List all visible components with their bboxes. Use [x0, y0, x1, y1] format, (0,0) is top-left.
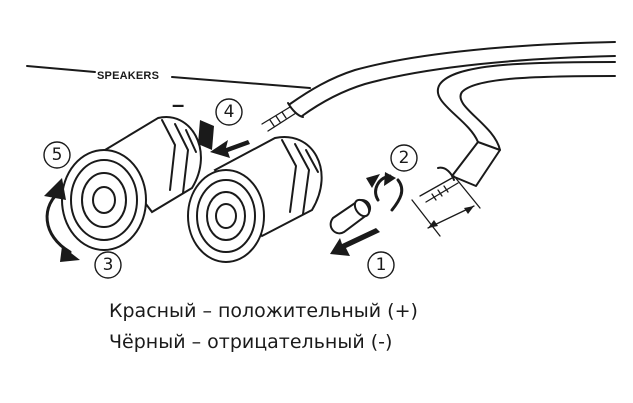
step-marker-5: 5 [43, 141, 71, 169]
strip-length-dimension [411, 175, 481, 237]
polarity-caption: Красный – положительный (+) Чёрный – отр… [109, 296, 418, 358]
pull-arrow-icon [330, 228, 380, 256]
insulation-piece [329, 198, 372, 235]
caption-red-positive: Красный – положительный (+) [109, 300, 418, 322]
step-marker-4: 4 [215, 98, 243, 126]
svg-text:3: 3 [103, 255, 114, 275]
speaker-cable [287, 41, 616, 181]
step-marker-2: 2 [390, 144, 418, 172]
binding-post-diagram: SPEAKERS [26, 41, 616, 279]
polarity-negative-sign: – [172, 92, 184, 117]
rotate-arrow-icon [44, 178, 80, 262]
panel-label-speakers: SPEAKERS [97, 70, 159, 82]
step-marker-3: 3 [94, 251, 122, 279]
twist-arrow-icon [366, 172, 404, 212]
binding-post-positive [187, 135, 323, 263]
insert-arrow-icon [210, 140, 250, 158]
step-marker-1: 1 [367, 251, 395, 279]
panel-edge: SPEAKERS [26, 65, 311, 89]
svg-text:5: 5 [52, 145, 63, 165]
svg-text:2: 2 [399, 148, 410, 168]
stripped-wire-upper [261, 106, 297, 132]
stripped-wire-lower [419, 141, 501, 203]
svg-text:1: 1 [376, 255, 387, 275]
binding-post-negative [61, 115, 214, 251]
svg-text:4: 4 [224, 102, 235, 122]
caption-black-negative: Чёрный – отрицательный (-) [109, 331, 393, 353]
